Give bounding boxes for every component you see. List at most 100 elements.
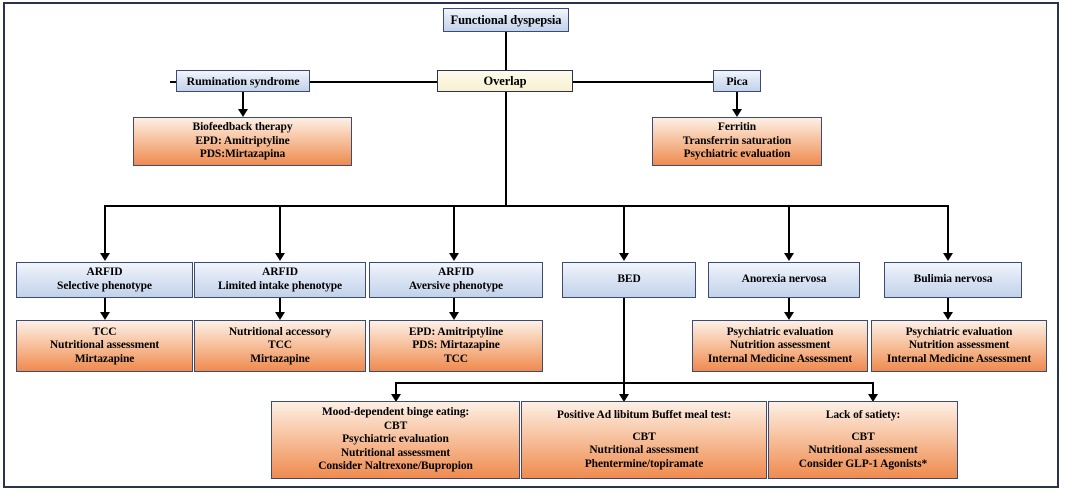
connector-arfid-limited-to-tx xyxy=(279,298,281,314)
node-label: Overlap xyxy=(483,73,527,88)
node-line: TCC xyxy=(268,339,292,352)
node-arfid-selective: ARFID Selective phenotype xyxy=(16,262,193,298)
node-line: EPD: Amitriptyline xyxy=(195,134,290,147)
node-bed-satiety-treatment: Lack of satiety: CBT Nutritional assessm… xyxy=(768,401,958,479)
connector-bus-drop-bed xyxy=(623,205,625,255)
node-anorexia-treatment: Psychiatric evaluation Nutrition assessm… xyxy=(692,320,868,372)
node-line: EPD: Amitriptyline xyxy=(408,325,504,338)
arrowhead-arfid-aversive-tx xyxy=(449,312,459,320)
node-bed-mood-treatment: Mood-dependent binge eating: CBT Psychia… xyxy=(271,401,520,479)
node-line: PDS:Mirtazapina xyxy=(199,148,286,161)
node-line: Nutritional accessory xyxy=(228,325,332,338)
node-line: Anorexia nervosa xyxy=(741,273,827,286)
node-line: ARFID xyxy=(438,266,474,279)
node-label: Pica xyxy=(726,73,748,88)
connector-bed-to-bottom-bus xyxy=(623,298,625,383)
node-rumination-syndrome: Rumination syndrome xyxy=(176,70,310,92)
node-line: Psychiatric evaluation xyxy=(342,433,449,446)
arrowhead-arfid-selective xyxy=(100,253,110,261)
arrowhead-bed-satiety xyxy=(868,394,878,402)
node-line: CBT xyxy=(851,430,875,443)
node-line: Nutritional assessment xyxy=(808,444,918,457)
node-pica-workup: Ferritin Transferrin saturation Psychiat… xyxy=(652,117,822,166)
node-arfid-aversive: ARFID Aversive phenotype xyxy=(369,262,543,298)
connector-pica-to-tx xyxy=(736,92,738,111)
node-line: ARFID xyxy=(262,266,298,279)
connector-bus-drop-arfid-limited xyxy=(279,205,281,255)
node-line: Aversive phenotype xyxy=(408,280,504,292)
connector-bus-drop-anorexia xyxy=(788,205,790,255)
connector-bus-drop-bed-buffet xyxy=(623,382,625,396)
node-line: Consider GLP-1 Agonists* xyxy=(798,457,928,470)
connector-bus-drop-arfid-aversive xyxy=(453,205,455,255)
connector-rumination-to-tx xyxy=(242,92,244,111)
node-line: ARFID xyxy=(86,266,123,279)
node-pica: Pica xyxy=(713,70,761,92)
connector-bus-drop-bulimia xyxy=(947,205,949,255)
connector-anorexia-to-tx xyxy=(788,298,790,314)
node-line: CBT xyxy=(632,430,656,443)
node-bed-buffet-treatment: Positive Ad libitum Buffet meal test: CB… xyxy=(521,401,767,479)
node-bed: BED xyxy=(562,262,696,298)
arrowhead-anorexia-tx xyxy=(784,312,794,320)
arrowhead-bed xyxy=(619,253,629,261)
node-line: Biofeedback therapy xyxy=(192,121,293,134)
node-line: Positive Ad libitum Buffet meal test: xyxy=(556,408,732,421)
connector-arfid-selective-to-tx xyxy=(104,298,106,314)
node-line: TCC xyxy=(444,352,468,365)
node-line: Internal Medicine Assessment xyxy=(886,352,1032,365)
arrowhead-pica-to-tx xyxy=(732,109,742,117)
node-line: Nutrition assessment xyxy=(729,339,831,352)
node-line: Nutrition assessment xyxy=(908,339,1010,352)
node-bulimia-nervosa: Bulimia nervosa xyxy=(884,262,1022,298)
node-anorexia-nervosa: Anorexia nervosa xyxy=(708,262,860,298)
connector-bus-drop-bed-mood xyxy=(395,382,397,396)
node-line: Selective phenotype xyxy=(57,280,152,292)
node-arfid-selective-treatment: TCC Nutritional assessment Mirtazapine xyxy=(16,320,193,372)
node-label: Rumination syndrome xyxy=(186,73,300,88)
node-arfid-aversive-treatment: EPD: Amitriptyline PDS: Mirtazapine TCC xyxy=(369,320,543,372)
node-arfid-limited-treatment: Nutritional accessory TCC Mirtazapine xyxy=(194,320,366,372)
arrowhead-arfid-aversive xyxy=(449,253,459,261)
node-line: Transferrin saturation xyxy=(682,134,792,147)
connector-root-to-overlap xyxy=(505,32,507,70)
connector-bus-drop-bed-satiety xyxy=(872,382,874,396)
node-bulimia-treatment: Psychiatric evaluation Nutrition assessm… xyxy=(871,320,1047,372)
node-line: Phentermine/topiramate xyxy=(584,457,704,470)
connector-arfid-aversive-to-tx xyxy=(453,298,455,314)
node-line: Psychiatric evaluation xyxy=(726,325,834,338)
arrowhead-arfid-limited xyxy=(275,253,285,261)
arrowhead-rumination-to-tx xyxy=(238,109,248,117)
node-line: PDS: Mirtazapine xyxy=(412,339,500,352)
node-line: Nutritional assessment xyxy=(49,339,160,352)
node-line: Lack of satiety: xyxy=(825,408,901,421)
node-line: Internal Medicine Assessment xyxy=(707,352,853,365)
node-line: Psychiatric evaluation xyxy=(683,148,791,161)
arrowhead-bed-buffet xyxy=(619,394,629,402)
node-functional-dyspepsia: Functional dyspepsia xyxy=(443,8,569,32)
node-overlap: Overlap xyxy=(437,70,573,92)
node-line: Mood-dependent binge eating: xyxy=(321,406,470,419)
arrowhead-anorexia xyxy=(784,253,794,261)
connector-bus-drop-arfid-selective xyxy=(104,205,106,255)
node-line: Mirtazapine xyxy=(250,352,310,365)
node-line: CBT xyxy=(383,419,408,432)
node-line: Psychiatric evaluation xyxy=(905,325,1013,338)
connector-bottom-distribution-bus xyxy=(395,382,873,384)
node-label: Functional dyspepsia xyxy=(450,12,562,27)
arrowhead-arfid-selective-tx xyxy=(100,312,110,320)
node-rumination-treatment: Biofeedback therapy EPD: Amitriptyline P… xyxy=(133,117,352,166)
connector-main-distribution-bus xyxy=(104,205,948,207)
node-line: Nutritional assessment xyxy=(340,446,451,459)
node-line: TCC xyxy=(92,325,117,338)
node-line: Bulimia nervosa xyxy=(913,273,993,286)
node-line: Limited intake phenotype xyxy=(217,280,343,292)
connector-overlap-to-main-bus xyxy=(505,92,507,206)
node-arfid-limited-intake: ARFID Limited intake phenotype xyxy=(194,262,366,298)
arrowhead-arfid-limited-tx xyxy=(275,312,285,320)
connector-bulimia-to-tx xyxy=(947,298,949,314)
diagram-frame xyxy=(3,2,1059,488)
node-line: Consider Naltrexone/Bupropion xyxy=(318,460,473,473)
arrowhead-bulimia-tx xyxy=(943,312,953,320)
